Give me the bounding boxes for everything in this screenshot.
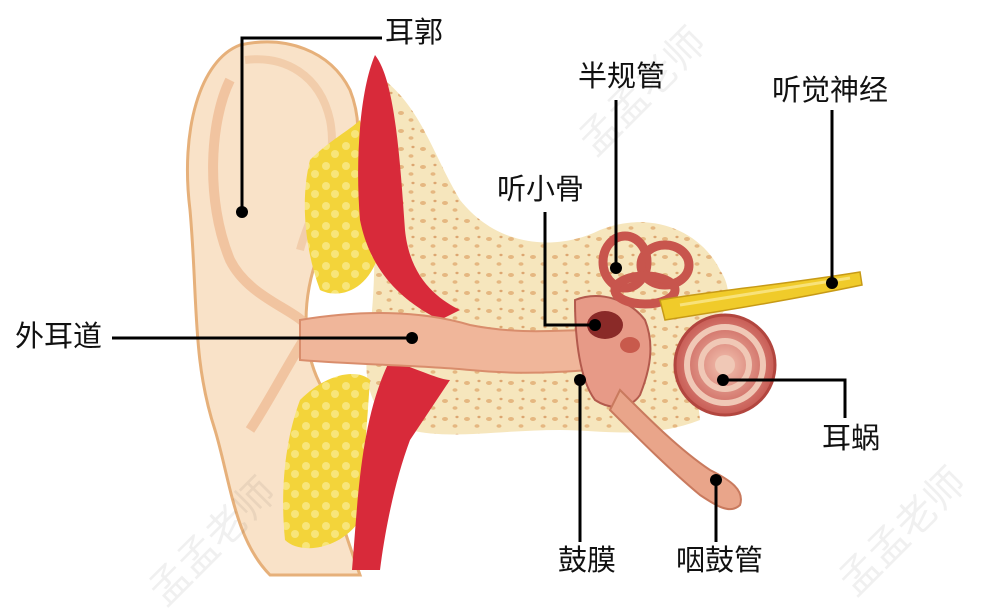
label-ossicles: 听小骨 [497,172,585,206]
label-eustachian-tube: 咽鼓管 [676,543,764,577]
label-cochlea: 耳蜗 [822,421,881,455]
label-ear-canal: 外耳道 [15,319,103,353]
muscle-lower [352,360,450,570]
leader-cochlea [723,378,847,418]
leader-dots [236,206,838,486]
label-auricle: 耳郭 [385,15,444,49]
ossicle-cluster [587,311,623,339]
leader-lines [112,36,847,542]
label-semicircular-canals: 半规管 [578,59,666,93]
muscle-upper [358,55,460,320]
eustachian-tube-shape [608,388,742,511]
label-auditory-nerve: 听觉神经 [772,73,889,107]
auditory-nerve-shape [659,271,863,321]
leader-ossicles [543,212,595,327]
leader-auricle [240,36,382,212]
cartilage-lower [283,374,370,549]
semicircular-canals-shape [598,231,694,309]
ear-diagram: 孟孟老师 孟孟老师 孟孟老师 耳郭 半规管 听觉神经 听小骨 外耳道 耳蜗 鼓膜… [15,15,976,615]
auricle-inner-fold [208,77,316,433]
cochlea-shape [673,313,777,417]
ear-anatomy-illustration [112,36,863,577]
label-eardrum: 鼓膜 [558,543,617,577]
